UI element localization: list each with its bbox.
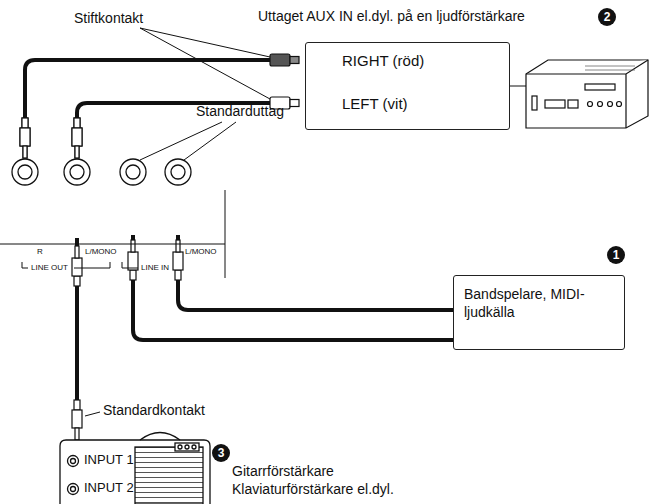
jack-label: L/MONO: [184, 247, 218, 256]
aux-input-box: RIGHT (röd) LEFT (vit): [305, 42, 510, 130]
part-name: Standarduttag: [196, 103, 284, 119]
rca-plugs: [270, 54, 299, 109]
amplifier-caption: Uttaget AUX IN el.dyl. på en ljudförstär…: [258, 8, 525, 24]
guitar-amplifier: [60, 433, 210, 504]
box-text: RIGHT (röd): [342, 52, 424, 71]
cables: [25, 60, 453, 400]
box-text: Bandspelare, MIDI-ljudkälla: [464, 286, 614, 321]
amplifier-name: Klaviaturförstärkare el.dyl.: [232, 481, 394, 497]
audio-amplifier: [526, 60, 648, 128]
sound-source-box: Bandspelare, MIDI-ljudkälla: [453, 275, 625, 350]
box-text: LEFT (vit): [342, 95, 408, 114]
jack-group-label: LINE IN: [140, 263, 170, 272]
callout-number: 1: [607, 246, 625, 264]
panel-outline: [0, 190, 225, 278]
part-name: Standardkontakt: [103, 402, 205, 418]
input-label: INPUT 1: [84, 453, 134, 468]
input-label: INPUT 2: [84, 481, 134, 496]
callout-number: 2: [598, 8, 616, 26]
jack-label: L/MONO: [84, 247, 118, 256]
jack-label: R: [36, 247, 44, 256]
part-name: Stiftkontakt: [74, 10, 143, 26]
callout-number: 3: [212, 444, 230, 462]
leader-lines: [85, 28, 270, 416]
jack-sockets: [12, 159, 191, 185]
jack-group-label: LINE OUT: [30, 263, 69, 272]
amplifier-name: Gitarrförstärkare: [232, 463, 334, 479]
